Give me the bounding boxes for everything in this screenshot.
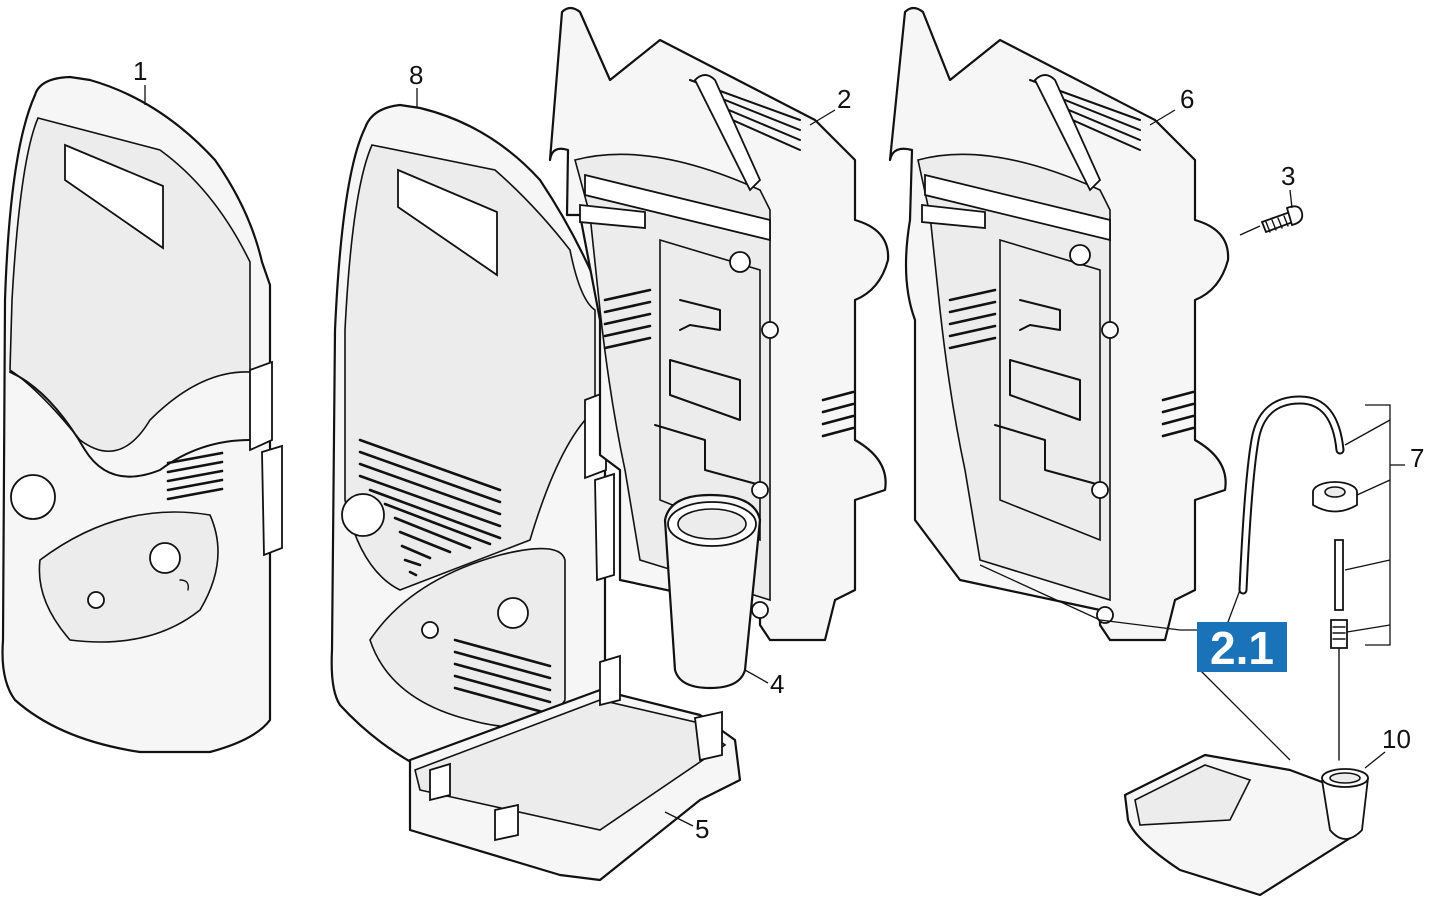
callout-1: 1 — [133, 56, 147, 86]
hose-assembly-part-7 — [1238, 395, 1358, 761]
middle-cover-lower-vents-8 — [453, 638, 552, 716]
housing-frame-part-6 — [888, 6, 1230, 642]
callout-7: 7 — [1410, 443, 1424, 473]
container-part-4 — [663, 493, 762, 690]
callout-10: 10 — [1382, 724, 1411, 754]
frame-side-vents-6 — [948, 288, 1195, 438]
callout-4: 4 — [770, 669, 784, 699]
middle-cover-vents-8 — [358, 438, 502, 577]
callout-labels: 1 8 2 6 3 7 4 5 10 — [133, 56, 1424, 844]
leader-lines — [144, 85, 1405, 827]
reference-badge-2-1[interactable]: 2.1 — [1197, 622, 1287, 674]
front-cover-part-1 — [1, 75, 283, 754]
callout-6: 6 — [1180, 84, 1194, 114]
callout-8: 8 — [409, 60, 423, 90]
callout-5: 5 — [695, 814, 709, 844]
base-tray-part-5 — [408, 654, 742, 882]
callout-2: 2 — [837, 84, 851, 114]
frame-side-vents-2 — [603, 288, 855, 438]
callout-3: 3 — [1281, 161, 1295, 191]
housing-frame-part-2 — [548, 6, 890, 642]
badge-label: 2.1 — [1210, 622, 1274, 674]
screw-part-3 — [1260, 205, 1304, 234]
front-cover-part-8 — [330, 103, 615, 792]
float-box-part-10 — [1123, 753, 1369, 897]
front-cover-vents-1 — [166, 451, 224, 501]
